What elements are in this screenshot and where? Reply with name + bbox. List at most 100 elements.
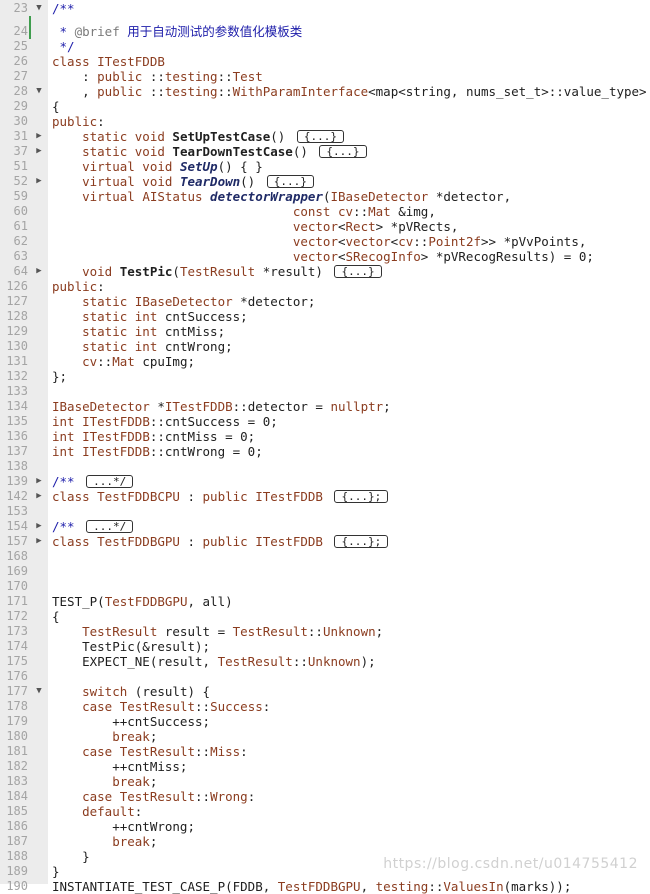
code-text: int ITestFDDB::cntMiss = 0; [52, 429, 255, 444]
fold-collapsed-icon[interactable]: ▶ [36, 491, 42, 501]
fold-collapsed-icon[interactable]: ▶ [36, 176, 42, 186]
fold-collapsed-icon[interactable]: ▶ [36, 536, 42, 546]
code-token: Success [210, 699, 263, 714]
code-line[interactable]: 182 ++cntMiss; [0, 759, 650, 774]
code-line[interactable]: 177▼ switch (result) { [0, 684, 650, 699]
collapsed-region-button[interactable]: {...} [334, 265, 382, 278]
code-line[interactable]: 27 : public ::testing::Test [0, 69, 650, 84]
code-token: cntSuccess; [164, 309, 248, 324]
code-line[interactable]: 37▶ static void TearDownTestCase() {...} [0, 144, 650, 159]
code-line[interactable]: 176 [0, 669, 650, 684]
code-line[interactable]: 172{ [0, 609, 650, 624]
fold-expanded-icon[interactable]: ▼ [36, 3, 42, 13]
code-line[interactable]: 187 break; [0, 834, 650, 849]
code-line[interactable]: 128 static int cntSuccess; [0, 309, 650, 324]
line-number: 181 [6, 744, 28, 758]
code-token: } [52, 864, 60, 879]
code-line[interactable]: 133 [0, 384, 650, 399]
code-line[interactable]: 169 [0, 564, 650, 579]
collapsed-region-button[interactable]: {...} [296, 130, 344, 143]
code-token: ITestFDDB [82, 414, 150, 429]
code-line[interactable]: 168 [0, 549, 650, 564]
code-line[interactable]: 181 case TestResult::Miss: [0, 744, 650, 759]
code-line[interactable]: 175 EXPECT_NE(result, TestResult::Unknow… [0, 654, 650, 669]
line-number: 186 [6, 819, 28, 833]
code-token: *detector; [232, 294, 316, 309]
code-line[interactable]: 173 TestResult result = TestResult::Unkn… [0, 624, 650, 639]
code-line[interactable]: 131 cv::Mat cpuImg; [0, 354, 650, 369]
collapsed-region-button[interactable]: {...} [266, 175, 314, 188]
code-line[interactable]: 142▶class TestFDDBCPU : public ITestFDDB… [0, 489, 650, 504]
fold-collapsed-icon[interactable]: ▶ [36, 521, 42, 531]
line-number: 173 [6, 624, 28, 638]
code-line[interactable]: 132}; [0, 369, 650, 384]
code-text: int ITestFDDB::cntWrong = 0; [52, 444, 263, 459]
code-line[interactable]: 178 case TestResult::Success: [0, 699, 650, 714]
code-line[interactable]: 127 static IBaseDetector *detector; [0, 294, 650, 309]
collapsed-region-button[interactable]: ...*/ [86, 520, 134, 533]
code-line[interactable]: 157▶class TestFDDBGPU : public ITestFDDB… [0, 534, 650, 549]
code-line[interactable]: 28▼ , public ::testing::WithParamInterfa… [0, 84, 650, 99]
fold-collapsed-icon[interactable]: ▶ [36, 266, 42, 276]
code-line[interactable]: 138 [0, 459, 650, 474]
code-text: IBaseDetector *ITestFDDB::detector = nul… [52, 399, 391, 414]
code-line[interactable]: 189} [0, 864, 650, 879]
code-token: : [179, 534, 203, 549]
code-line[interactable]: 179 ++cntSuccess; [0, 714, 650, 729]
code-line[interactable]: 183 break; [0, 774, 650, 789]
code-line[interactable]: 25 */ [0, 39, 650, 54]
code-token: SRecogInfo [345, 249, 421, 264]
code-line[interactable]: 130 static int cntWrong; [0, 339, 650, 354]
code-line[interactable]: 153 [0, 504, 650, 519]
code-line[interactable]: 63 vector<SRecogInfo> *pVRecogResults) =… [0, 249, 650, 264]
code-line[interactable]: 51 virtual void SetUp() { } [0, 159, 650, 174]
code-line[interactable]: 185 default: [0, 804, 650, 819]
code-line[interactable]: 186 ++cntWrong; [0, 819, 650, 834]
code-token: EXPECT_NE [52, 654, 150, 669]
fold-expanded-icon[interactable]: ▼ [36, 86, 42, 96]
collapsed-region-button[interactable]: {...}; [334, 535, 389, 548]
code-line[interactable]: 154▶/** ...*/ [0, 519, 650, 534]
code-line[interactable]: 31▶ static void SetUpTestCase() {...} [0, 129, 650, 144]
code-line[interactable]: 180 break; [0, 729, 650, 744]
code-token: ITestFDDB [97, 54, 165, 69]
line-number: 187 [6, 834, 28, 848]
code-line[interactable]: 59 virtual AIStatus detectorWrapper(IBas… [0, 189, 650, 204]
fold-collapsed-icon[interactable]: ▶ [36, 146, 42, 156]
collapsed-region-button[interactable]: {...} [319, 145, 367, 158]
code-line[interactable]: 23▼/** [0, 1, 650, 16]
code-line[interactable]: 29{ [0, 99, 650, 114]
code-token: TestResult [217, 654, 293, 669]
code-line[interactable]: 24 * @brief 用于自动测试的参数值化模板类 [0, 24, 650, 39]
code-line[interactable]: 60 const cv::Mat &img, [0, 204, 650, 219]
code-line[interactable]: 139▶/** ...*/ [0, 474, 650, 489]
code-token: { [52, 99, 60, 114]
fold-collapsed-icon[interactable]: ▶ [36, 476, 42, 486]
code-line[interactable]: 52▶ virtual void TearDown() {...} [0, 174, 650, 189]
collapsed-region-button[interactable]: ...*/ [86, 475, 134, 488]
code-line[interactable]: 61 vector<Rect> *pVRects, [0, 219, 650, 234]
code-line[interactable]: 129 static int cntMiss; [0, 324, 650, 339]
code-line[interactable]: 184 case TestResult::Wrong: [0, 789, 650, 804]
code-token: Wrong [210, 789, 248, 804]
code-text: static int cntWrong; [52, 339, 233, 354]
code-token: AIStatus [142, 189, 211, 204]
code-line[interactable]: 188 } [0, 849, 650, 864]
code-line[interactable]: 64▶ void TestPic(TestResult *result) {..… [0, 264, 650, 279]
collapsed-region-button[interactable]: {...}; [334, 490, 389, 503]
code-line[interactable]: 62 vector<vector<cv::Point2f>> *pVvPoint… [0, 234, 650, 249]
code-line[interactable]: 174 TestPic(&result); [0, 639, 650, 654]
fold-collapsed-icon[interactable]: ▶ [36, 131, 42, 141]
fold-expanded-icon[interactable]: ▼ [36, 686, 42, 696]
code-line[interactable]: 170 [0, 579, 650, 594]
